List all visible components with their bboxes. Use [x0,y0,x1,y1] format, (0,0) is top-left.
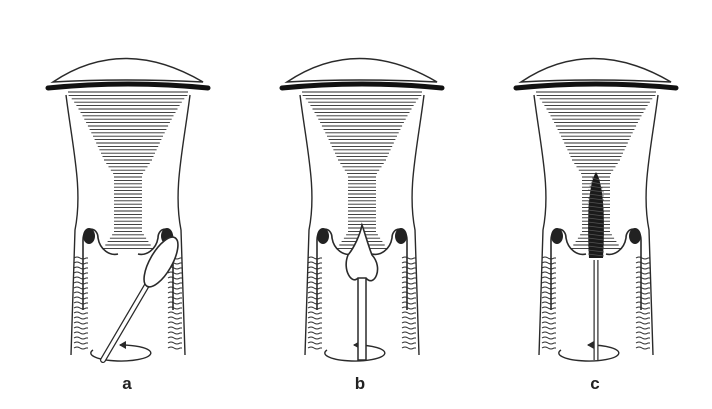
uterine-wall-band [48,84,208,88]
rotation-arrow-icon [325,345,385,361]
cytobrush-bristles [588,172,604,258]
uterine-cavity-hatching [68,92,188,248]
panel-b [282,59,442,361]
uterine-fundus [287,59,437,83]
spatula-handle [358,275,366,360]
panel-label-c: c [580,374,610,394]
panel-label-a: a [112,374,142,394]
cervix-outline-left [66,95,78,355]
cervical-lip-left-tip [317,228,329,244]
cervical-lip-right-tip [395,228,407,244]
cervix-outline-left [534,95,546,355]
panel-label-b: b [345,374,375,394]
rotation-arrow-icon [559,345,619,361]
uterine-fundus [521,59,671,83]
rotation-arrow-icon [91,345,151,361]
spatula-head [346,225,377,281]
cervix-outline-right [646,95,658,355]
cervix-outline-left [300,95,312,355]
panel-a [48,59,208,361]
uterine-wall-band [516,84,676,88]
uterine-wall-band [282,84,442,88]
cervical-lip-right-tip [629,228,641,244]
cervix-outline-right [412,95,424,355]
uterine-fundus [53,59,203,83]
panel-c [516,59,676,361]
cervical-lip-left-tip [551,228,563,244]
cervix-outline-right [178,95,190,355]
cervical-lip-left-tip [83,228,95,244]
